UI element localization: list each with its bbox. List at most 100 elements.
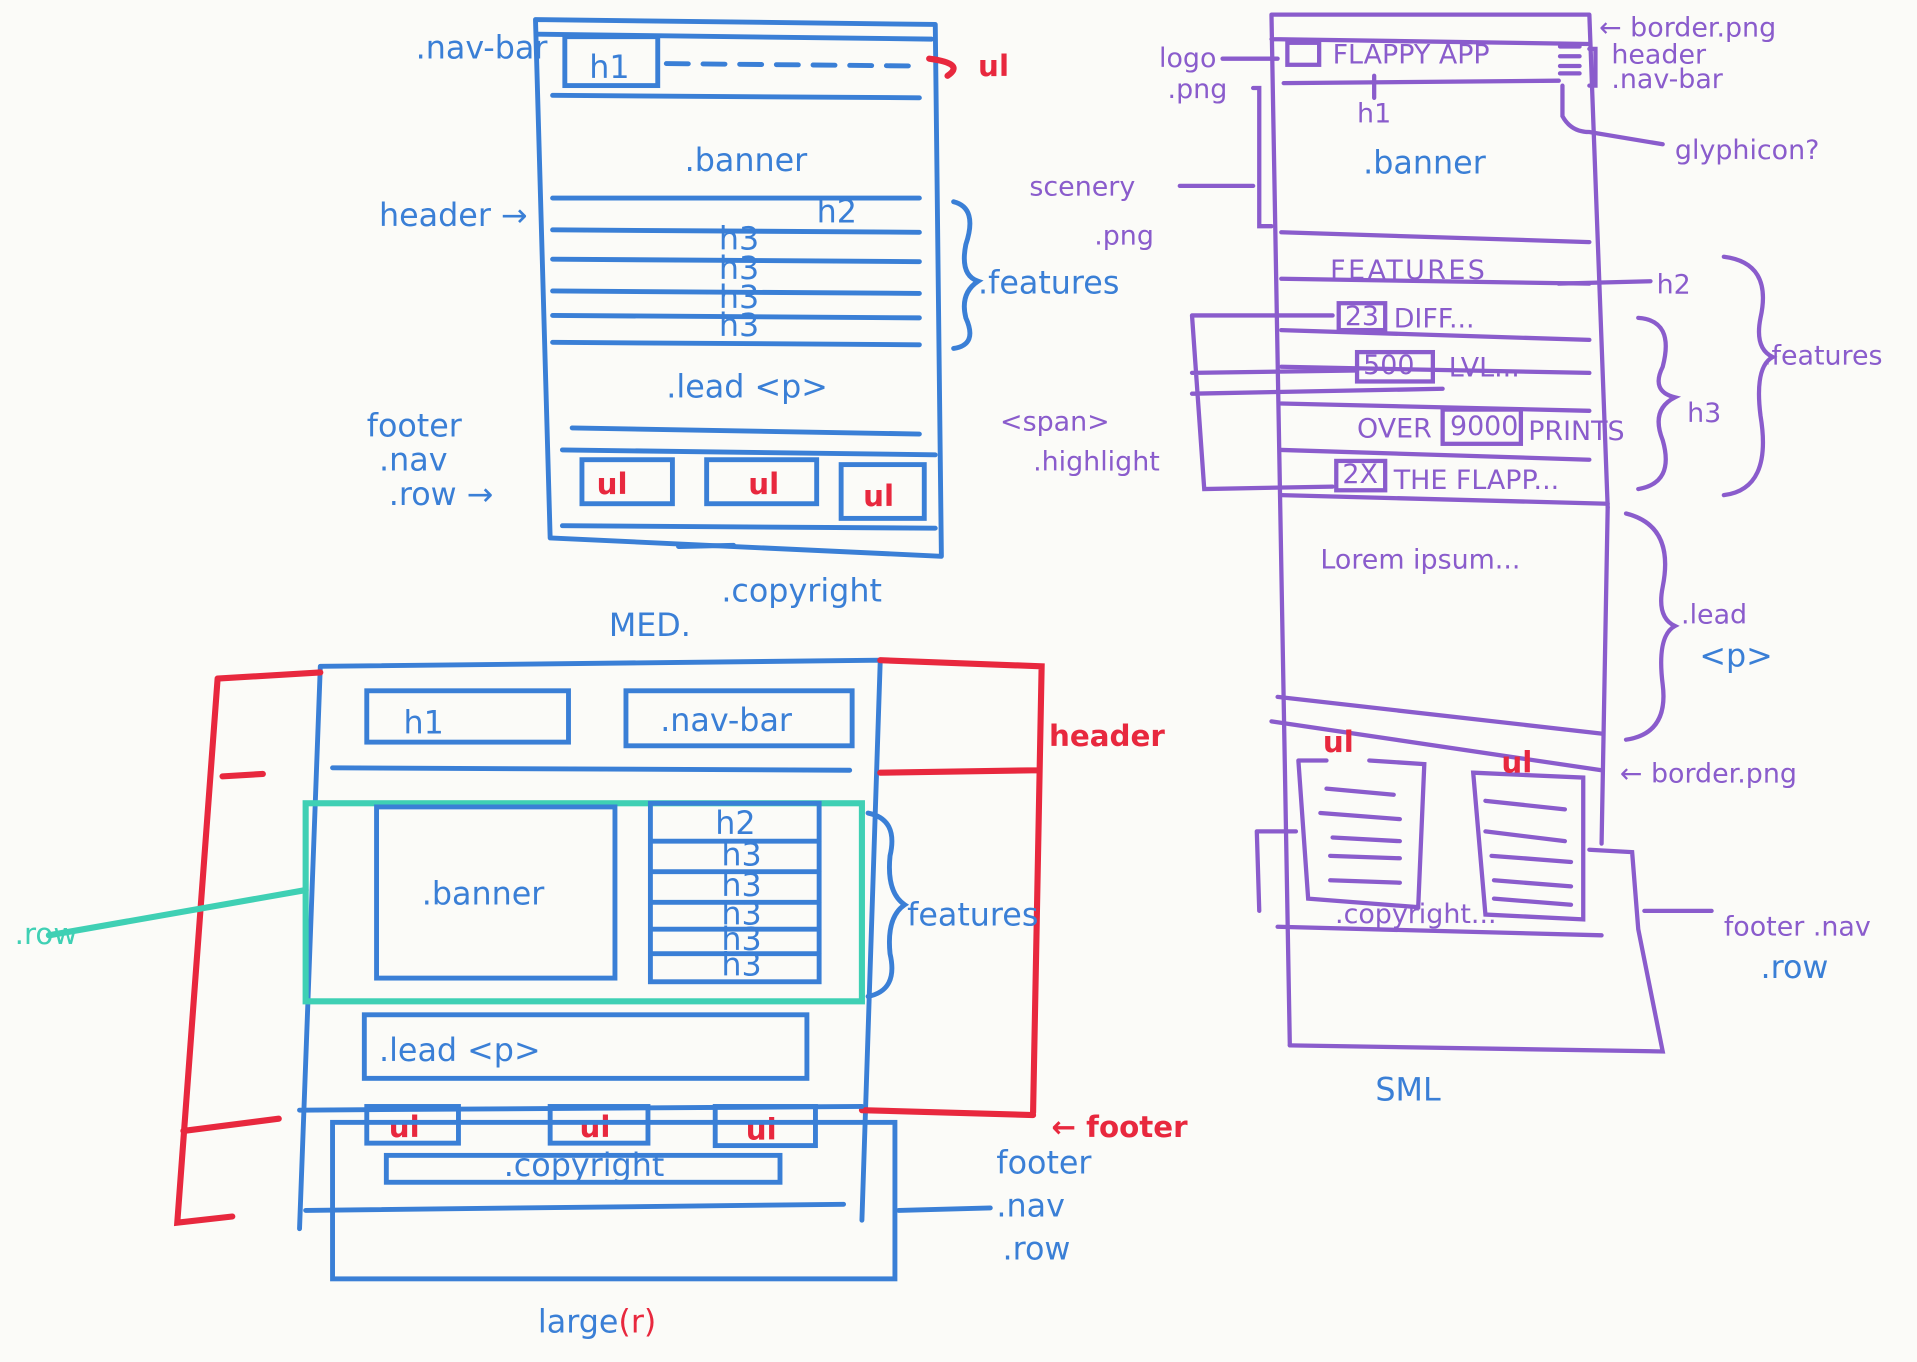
large-footer-label: footer [996,1146,1092,1182]
small-lorem: Lorem ipsum... [1320,545,1520,576]
large-features-box [647,800,822,985]
features-brace [865,810,910,999]
large-footer-arrow: ← footer [1051,1110,1188,1144]
ul-list-lines [1318,786,1574,907]
highlight-box [1334,458,1388,493]
medium-footer-label: .row → [389,477,494,513]
medium-footer-ul: ul [863,479,894,513]
small-banner: .banner [1363,146,1487,182]
feature-highlight: 2X [1342,459,1378,490]
medium-navbar-heading: h1 [589,50,629,86]
medium-navbar-label: .nav-bar [416,31,549,67]
feature-row: OVER 9000 PRINTS [1357,407,1625,447]
feature-text: DIFF... [1394,304,1475,335]
medium-lead: .lead <p> [666,369,828,405]
feature-lines [550,195,922,348]
medium-footer-ul: ul [748,467,779,501]
large-header-label: header [1049,719,1165,753]
feature-highlight: 9000 [1450,411,1518,442]
medium-h3: h3 [719,308,759,344]
large-footer-ul-box [712,1104,818,1149]
large-h3: h3 [721,838,761,874]
medium-navbar-heading-box [562,34,661,89]
red-brackets [173,657,1045,1227]
logo-icon [1285,40,1322,67]
medium-copyright: .copyright [721,574,882,610]
large-banner: .banner [422,877,546,913]
small-lead-label: <p> [1699,638,1772,674]
large-title-main: large [538,1305,618,1341]
large-banner-box [374,804,618,981]
feature-text: THE FLAPP... [1393,465,1559,496]
highlight-box [1336,301,1388,333]
small-scenery-label: .png [1094,221,1154,252]
small-frame-mid [1269,505,1610,846]
large-h3: h3 [721,868,761,904]
navbar-dashed-line [663,61,920,69]
large-title-suffix: (r) [618,1305,656,1341]
medium-footer-label: footer [367,408,463,444]
small-logo-label: .png [1168,74,1228,105]
large-feature-lines [647,838,822,957]
feature-text: LVL... [1449,353,1520,384]
medium-h3: h3 [719,251,759,287]
small-logo-label: logo [1159,43,1216,74]
medium-navbar-ul: ul [978,49,1009,83]
medium-footer-ul-box [838,462,927,521]
feature-highlight: 23 [1345,301,1379,332]
small-title: SML [1375,1072,1441,1108]
large-footer-box [330,1119,898,1282]
large-h3: h3 [721,948,761,984]
medium-banner: .banner [685,143,809,179]
feature-text: PRINTS [1528,416,1624,447]
small-footer-ul-box [1470,770,1586,922]
feature-lines [1279,230,1610,506]
small-app-name: FLAPPY APP [1333,40,1490,71]
small-h3: h3 [1687,398,1721,429]
lead-brace [1623,511,1680,742]
small-footer-ul: ul [1323,725,1354,759]
large-features-label: features [907,898,1038,934]
small-footer-ul: ul [1501,746,1532,780]
feature-row: 2X THE FLAPP... [1334,458,1559,496]
footer-bottom-line [303,1201,847,1213]
large-frame [297,657,883,1232]
medium-header-label: header → [379,198,528,234]
small-header-label: .nav-bar [1611,64,1723,95]
copyright-arrow [676,542,736,549]
small-span-label: <span> [1000,406,1110,437]
large-lead: .lead <p> [379,1033,541,1069]
small-scenery-label: scenery [1029,172,1135,203]
small-border-top: ← border.png [1599,13,1776,44]
medium-h3: h3 [719,221,759,257]
small-h2: h2 [1657,269,1691,300]
small-features-label: .features [1763,340,1883,371]
small-footer-ul-box [1296,758,1427,910]
large-title: large(r) [538,1305,656,1341]
large-footer-ul: ul [746,1112,777,1146]
large-footer-ul: ul [580,1110,611,1144]
features-brace [1721,254,1778,498]
h3-brace [1636,315,1682,492]
medium-footer-ul-box [704,457,820,507]
medium-footer-label: .nav [379,443,447,479]
medium-h2: h2 [817,195,857,231]
medium-features-label: .features [978,265,1119,301]
small-header-label: header [1611,40,1707,71]
feature-highlight: 500 [1363,350,1414,381]
medium-footer-ul: ul [597,467,628,501]
large-h1-box [364,688,571,745]
small-footer-frame [1254,829,1666,1054]
span-pointers [1189,313,1445,492]
small-h1: h1 [1357,98,1391,129]
footer-pointer [896,1205,993,1213]
feature-row: 500 LVL... [1354,349,1520,384]
large-h3: h3 [721,896,761,932]
small-features-heading: FEATURES [1330,255,1487,286]
large-h1: h1 [403,706,443,742]
medium-title: MED. [609,608,691,644]
glyphicon-pointer [1560,83,1665,147]
large-h2: h2 [715,806,755,842]
scenery-bracket [1251,85,1274,229]
header-bracket [1587,46,1598,88]
